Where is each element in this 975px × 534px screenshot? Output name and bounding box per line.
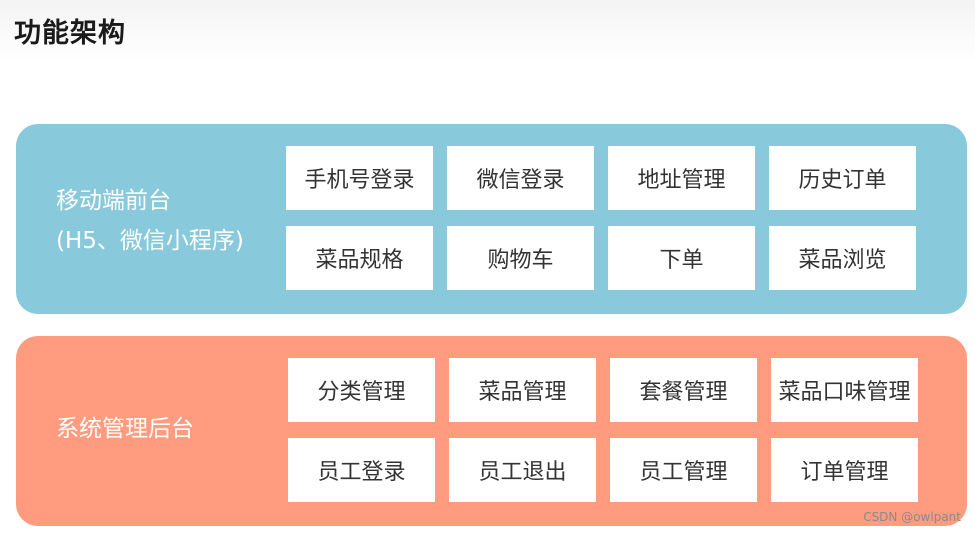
mobile-frontend-panel: 移动端前台 (H5、微信小程序) 手机号登录 微信登录 地址管理 历史订单 菜品… [16,124,967,314]
feature-box-employee-login: 员工登录 [288,438,435,502]
mobile-frontend-label-line1: 移动端前台 [56,188,171,214]
feature-box-phone-login: 手机号登录 [286,146,433,210]
feature-box-category-management: 分类管理 [288,358,435,422]
mobile-frontend-label: 移动端前台 (H5、微信小程序) [56,181,244,261]
admin-backend-panel: 系统管理后台 分类管理 菜品管理 套餐管理 菜品口味管理 员工登录 员工退出 员… [16,336,967,526]
feature-box-order-management: 订单管理 [771,438,918,502]
feature-box-dish-management: 菜品管理 [449,358,596,422]
feature-box-order-history: 历史订单 [769,146,916,210]
feature-box-browse-dishes: 菜品浏览 [769,226,916,290]
admin-backend-label: 系统管理后台 [56,416,194,442]
mobile-frontend-label-line2: (H5、微信小程序) [56,228,244,254]
feature-box-place-order: 下单 [608,226,755,290]
feature-box-dish-specs: 菜品规格 [286,226,433,290]
feature-box-wechat-login: 微信登录 [447,146,594,210]
feature-box-shopping-cart: 购物车 [447,226,594,290]
feature-box-employee-management: 员工管理 [610,438,757,502]
feature-box-address-management: 地址管理 [608,146,755,210]
admin-feature-grid: 分类管理 菜品管理 套餐管理 菜品口味管理 员工登录 员工退出 员工管理 订单管… [288,358,918,502]
mobile-feature-grid: 手机号登录 微信登录 地址管理 历史订单 菜品规格 购物车 下单 菜品浏览 [286,146,916,290]
feature-box-employee-logout: 员工退出 [449,438,596,502]
feature-box-flavor-management: 菜品口味管理 [771,358,918,422]
watermark: CSDN @owlpant [863,510,961,524]
page-title: 功能架构 [14,18,126,49]
feature-box-combo-management: 套餐管理 [610,358,757,422]
